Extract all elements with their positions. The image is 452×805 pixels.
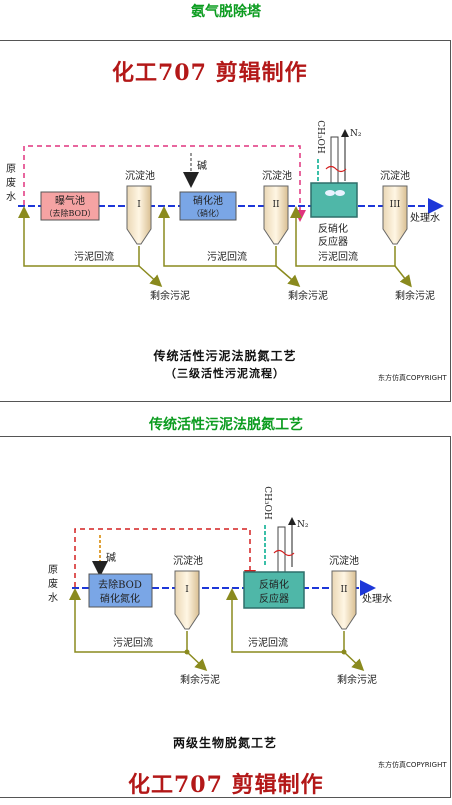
diagram-panel-two-stage: 原 废 水 碱 去除BOD 硝化氮化 I 沉淀池 CH₃OH N₂ 反硝化 反应… — [0, 436, 451, 798]
aeration-tank-label: 曝气池 — [55, 194, 85, 207]
sludge-return-line-1 — [18, 206, 140, 267]
brand-watermark: 化工707 剪辑制作 — [128, 772, 324, 798]
sludge-return-label-2: 污泥回流 — [207, 250, 247, 263]
svg-text:III: III — [390, 200, 401, 210]
alkali-label: 碱 — [197, 160, 207, 172]
treated-water-label: 处理水 — [362, 593, 392, 605]
brand-watermark: 化工707 剪辑制作 — [112, 60, 308, 86]
nitrification-tank — [179, 191, 237, 221]
page-title: 氨气脱除塔 — [191, 4, 261, 20]
n2-label: N₂ — [350, 129, 362, 139]
excess-sludge-label-2: 剩余污泥 — [288, 289, 328, 302]
svg-text:去除BOD: 去除BOD — [98, 578, 142, 591]
diagram-panel-three-stage: 化工707 剪辑制作 原 废 水 曝气池 （去除BOD） I 沉淀池 碱 — [0, 40, 451, 402]
settling-tank-2 — [263, 185, 289, 245]
svg-text:反应器: 反应器 — [259, 592, 289, 605]
copyright-notice: 东方仿真COPYRIGHT — [378, 374, 447, 382]
excess-sludge-label-1: 剩余污泥 — [150, 289, 190, 302]
sludge-return-label-3: 污泥回流 — [318, 250, 358, 263]
diagram-caption-line1: 传统活性污泥法脱氮工艺 — [153, 349, 297, 363]
svg-text:硝化氮化: 硝化氮化 — [100, 592, 140, 605]
settling-tank-3 — [382, 185, 408, 245]
settling-tank-1 — [174, 570, 200, 630]
settling-tank-2-label: 沉淀池 — [262, 169, 292, 182]
settling-tank-1-label: 沉淀池 — [125, 169, 155, 182]
excess-sludge-label-2: 剩余污泥 — [337, 673, 377, 686]
two-stage-process-diagram: 原 废 水 碱 去除BOD 硝化氮化 I 沉淀池 CH₃OH N₂ 反硝化 反应… — [48, 483, 392, 686]
excess-sludge-label-1: 剩余污泥 — [180, 673, 220, 686]
settling-tank-1 — [126, 185, 152, 245]
svg-text:水: 水 — [48, 592, 58, 604]
three-stage-process-diagram: 原 废 水 曝气池 （去除BOD） I 沉淀池 碱 硝化池 （硝化） II 沉淀… — [6, 117, 444, 302]
treated-water-label: 处理水 — [410, 212, 440, 224]
svg-text:废: 废 — [6, 176, 16, 189]
denitrification-reactor — [310, 182, 358, 218]
section-title: 传统活性污泥法脱氮工艺 — [149, 417, 303, 433]
denitrification-reactor-label: 反硝化 — [318, 222, 348, 235]
settling-tank-2-label: 沉淀池 — [329, 554, 359, 567]
raw-water-label: 原 — [48, 564, 58, 576]
settling-tank-1-label: 沉淀池 — [173, 554, 203, 567]
methanol-label: CH₃OH — [315, 120, 325, 154]
sludge-return-label-1: 污泥回流 — [74, 250, 114, 263]
bypass-dashed-line — [74, 528, 256, 587]
bod-nitrification-tank — [88, 573, 153, 608]
copyright-notice: 东方仿真COPYRIGHT — [378, 761, 447, 769]
diagram-caption-line2: （三级活性污泥流程） — [165, 367, 285, 380]
n2-label: N₂ — [297, 520, 309, 530]
nitrification-tank-label: 硝化池 — [193, 194, 223, 207]
svg-text:I: I — [185, 585, 189, 595]
svg-text:I: I — [137, 200, 141, 210]
sludge-return-line-2 — [158, 206, 277, 267]
settling-tank-2 — [331, 570, 357, 630]
aeration-tank-sub: （去除BOD） — [45, 208, 96, 218]
diagram-caption: 两级生物脱氮工艺 — [172, 736, 277, 750]
excess-sludge-label-3: 剩余污泥 — [395, 289, 435, 302]
svg-text:反硝化: 反硝化 — [259, 578, 289, 591]
sludge-return-line-3 — [290, 206, 396, 267]
alkali-label: 碱 — [106, 552, 116, 564]
sludge-return-line-1 — [69, 588, 188, 653]
aeration-tank — [40, 191, 100, 221]
settling-tank-3-label: 沉淀池 — [380, 169, 410, 182]
svg-text:反应器: 反应器 — [318, 235, 348, 248]
raw-water-label: 原 — [6, 163, 16, 175]
sludge-return-label-2: 污泥回流 — [248, 636, 288, 649]
svg-text:废: 废 — [48, 577, 58, 590]
methanol-label: CH₃OH — [262, 486, 272, 520]
sludge-return-label-1: 污泥回流 — [113, 636, 153, 649]
sludge-return-line-2 — [226, 588, 345, 653]
svg-text:II: II — [340, 585, 348, 595]
svg-text:水: 水 — [6, 191, 16, 203]
nitrification-tank-sub: （硝化） — [192, 208, 224, 218]
svg-text:II: II — [272, 200, 280, 210]
denitrification-reactor — [243, 571, 305, 609]
bypass-dashed-line — [23, 145, 306, 222]
